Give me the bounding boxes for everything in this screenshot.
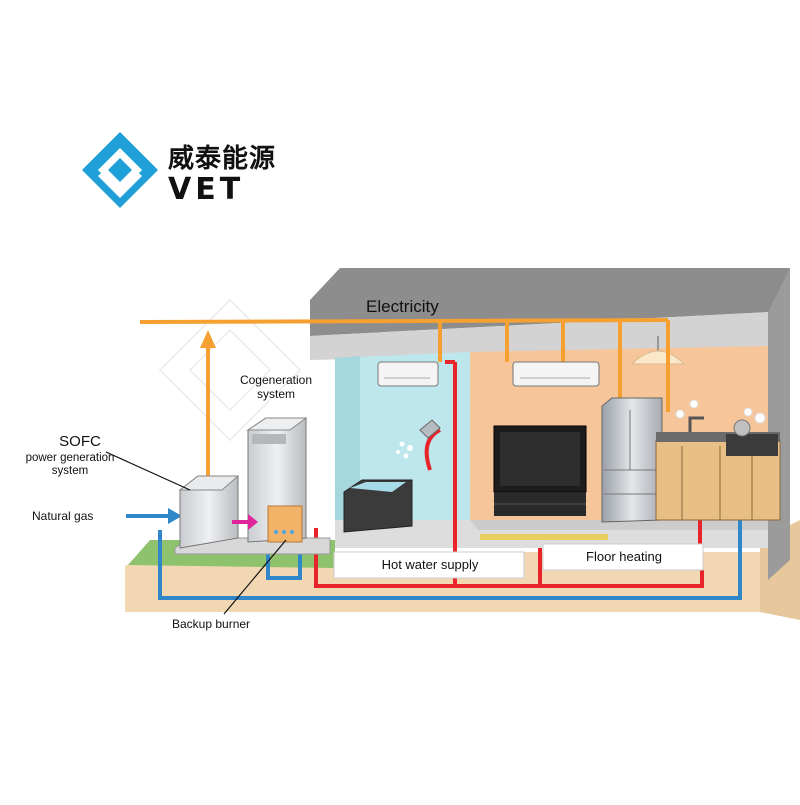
sofc-unit-icon <box>178 475 240 549</box>
brand-name-cn: 威泰能源 <box>168 144 277 174</box>
label-electricity: Electricity <box>366 297 439 316</box>
label-sofc: SOFC <box>59 433 101 450</box>
label-backup-burner: Backup burner <box>172 617 251 631</box>
refrigerator-icon <box>601 397 663 523</box>
backup-burner-icon <box>267 505 303 543</box>
leader-lines <box>105 451 287 615</box>
label-natural-gas: Natural gas <box>32 509 94 523</box>
electricity-lines <box>139 318 670 478</box>
watermark-logo <box>158 298 302 442</box>
bathroom-wall <box>335 352 470 520</box>
label-sofc-subtitle: power generation system <box>25 452 115 477</box>
air-conditioner-icon <box>377 361 439 387</box>
faucet-icon <box>675 399 704 432</box>
vet-diamond-logo-icon <box>82 132 158 208</box>
brand-name-en: VET <box>168 172 245 207</box>
television-icon <box>493 425 587 516</box>
stove-icon <box>726 407 778 456</box>
heat-transfer-arrow <box>232 514 258 530</box>
label-hot-water-supply: Hot water supply <box>381 557 479 572</box>
air-conditioner-icon <box>512 361 600 387</box>
gas-arrow <box>168 508 182 524</box>
shower-icon <box>396 419 441 459</box>
label-floor-heating: Floor heating <box>586 549 662 564</box>
label-cogeneration: Cogeneration system <box>239 373 313 401</box>
bathtub-icon <box>343 479 413 533</box>
electricity-up-arrow <box>200 330 216 348</box>
pendant-lamp-icon <box>630 336 686 365</box>
right-wall <box>768 268 790 580</box>
